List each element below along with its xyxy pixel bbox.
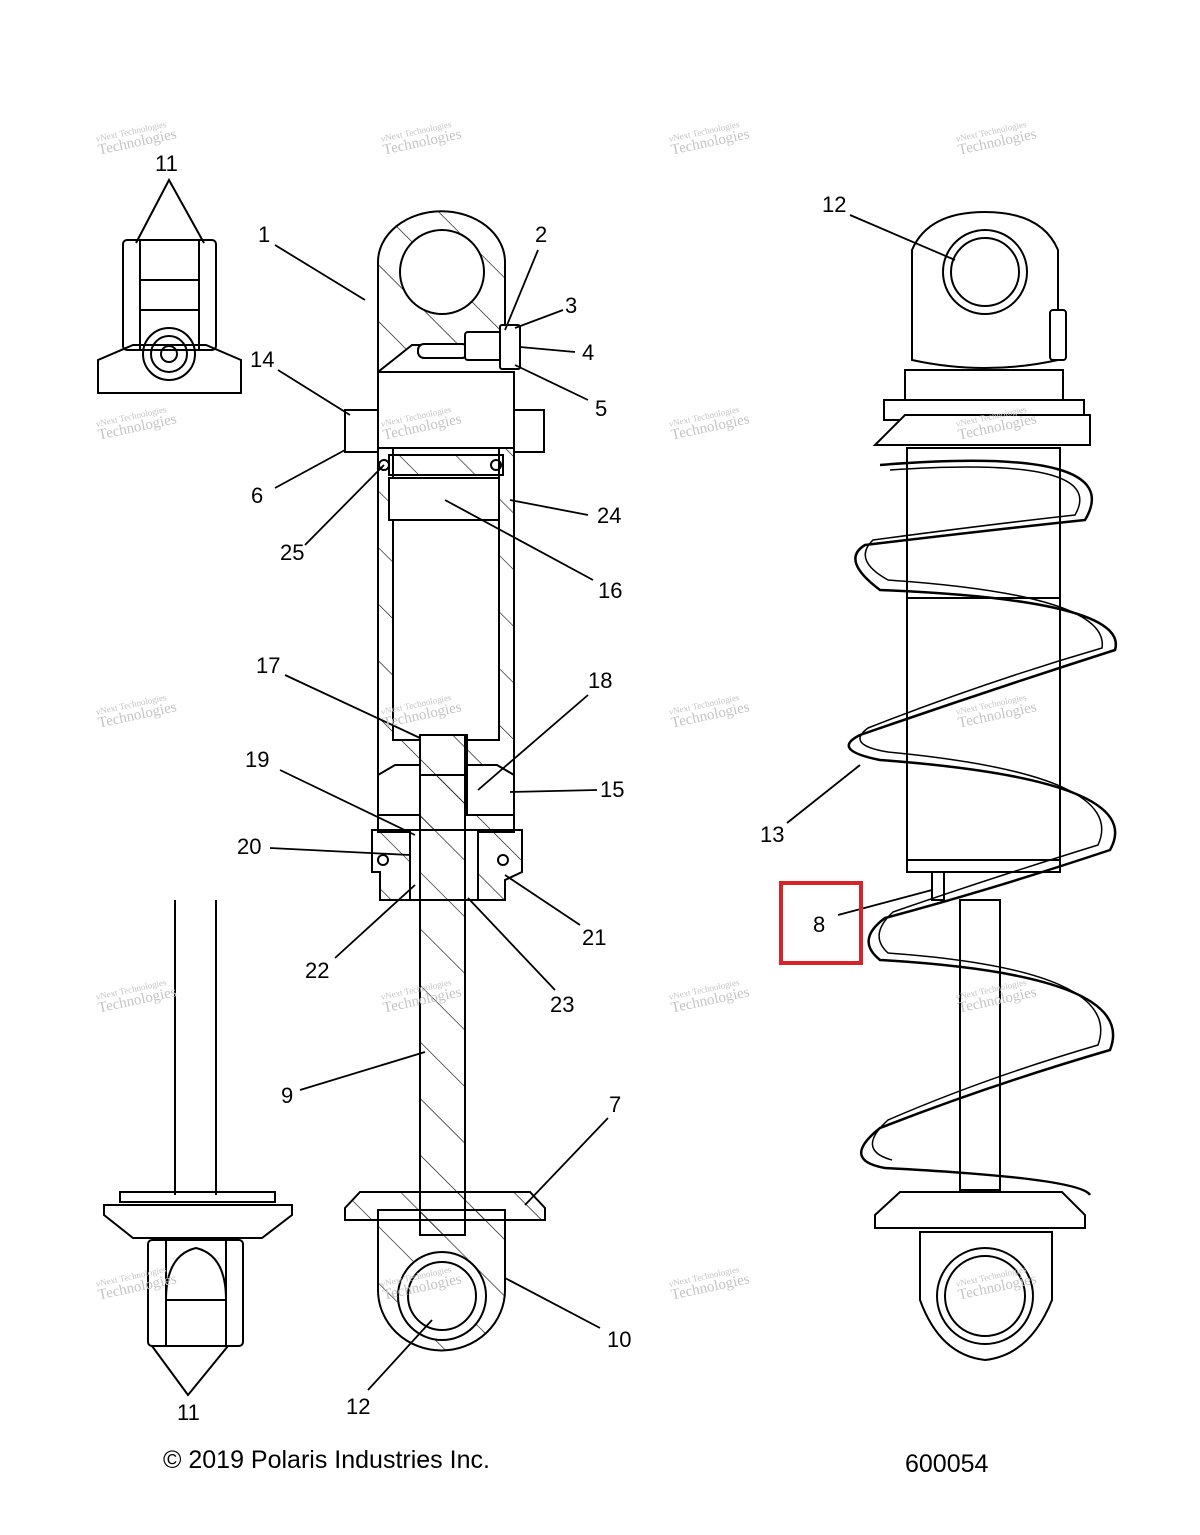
callout-16: 16 — [598, 578, 622, 603]
callout-19: 19 — [245, 747, 269, 772]
callout-25: 25 — [280, 540, 304, 565]
highlight-box — [779, 881, 863, 965]
callout-7: 7 — [609, 1092, 621, 1117]
callout-2: 2 — [535, 222, 547, 247]
callout-8: 8 — [813, 912, 825, 937]
callout-3: 3 — [565, 293, 577, 318]
callout-22: 22 — [305, 958, 329, 983]
callout-24: 24 — [597, 503, 621, 528]
callout-18: 18 — [588, 668, 612, 693]
callout-labels: 1 2 3 4 5 6 7 8 9 10 11 11 12 12 13 14 1… — [155, 151, 846, 1425]
callout-5: 5 — [595, 396, 607, 421]
bottom-eye-detail — [103, 900, 293, 1397]
callout-13: 13 — [760, 822, 784, 847]
copyright-text: © 2019 Polaris Industries Inc. — [163, 1446, 490, 1474]
callout-9: 9 — [281, 1083, 293, 1108]
top-eye-detail — [97, 177, 242, 394]
callout-1: 1 — [258, 222, 270, 247]
callout-20: 20 — [237, 834, 261, 859]
callout-11-top: 11 — [155, 151, 178, 176]
callout-11-bottom: 11 — [177, 1400, 200, 1425]
callout-10: 10 — [607, 1327, 631, 1352]
callout-21: 21 — [582, 925, 606, 950]
callout-6: 6 — [251, 483, 263, 508]
callout-12-bottom: 12 — [346, 1394, 370, 1419]
leader-lines — [269, 214, 956, 1391]
callout-14: 14 — [250, 347, 274, 372]
callout-15: 15 — [600, 777, 624, 802]
sectional-shock-view — [344, 210, 546, 1352]
callout-23: 23 — [550, 992, 574, 1017]
external-shock-view — [847, 210, 1118, 1362]
callout-4: 4 — [582, 340, 594, 365]
callout-17: 17 — [256, 653, 280, 678]
diagram-id: 600054 — [905, 1450, 989, 1478]
callout-12-top-right: 12 — [822, 192, 846, 217]
